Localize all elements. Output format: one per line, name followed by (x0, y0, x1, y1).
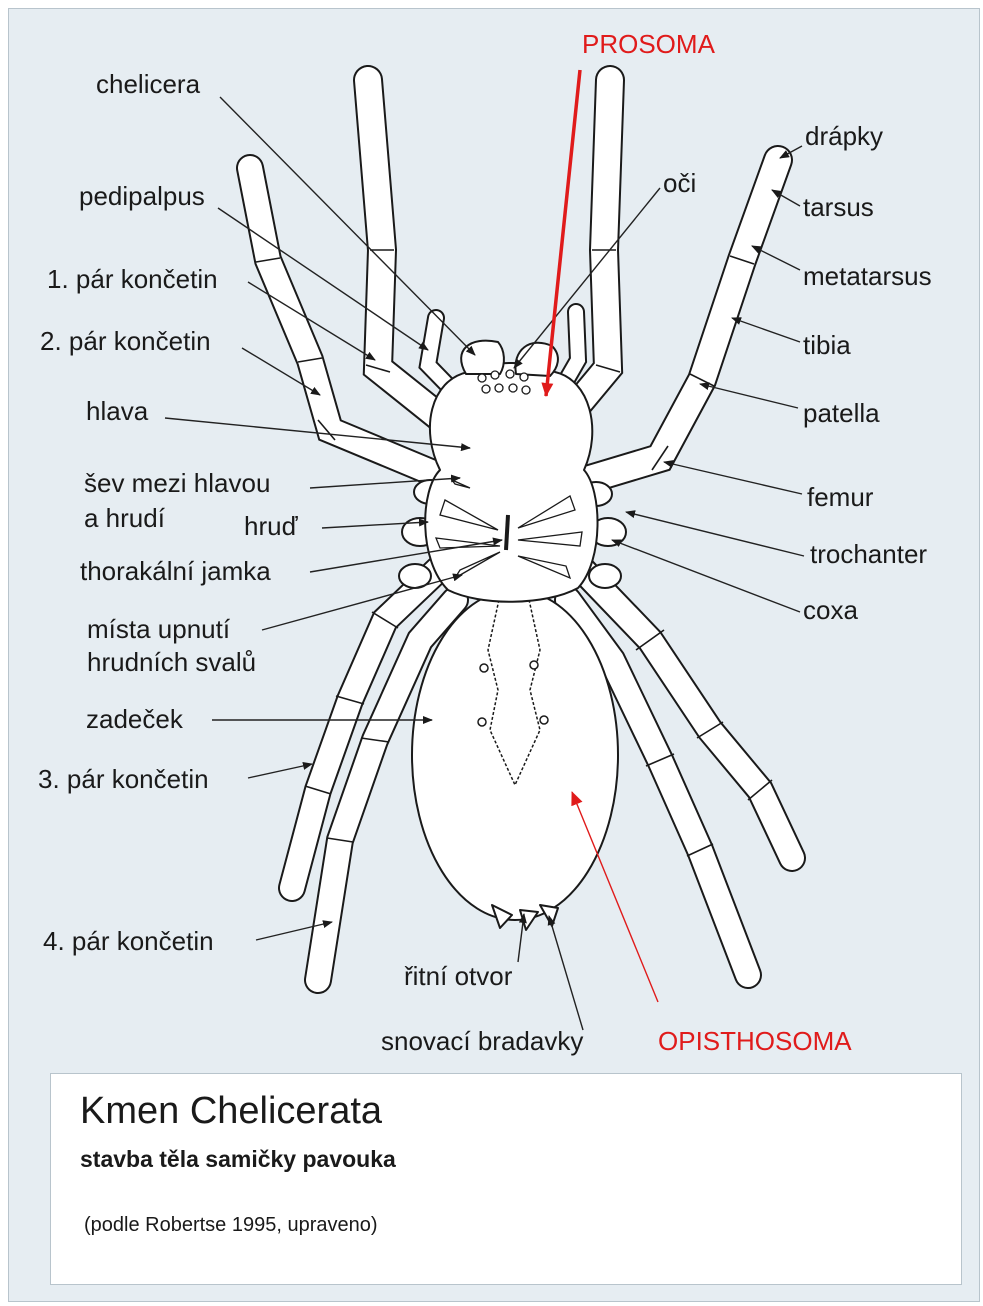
label-leg-pair-3: 3. pár končetin (38, 764, 209, 794)
leg-2-left (250, 168, 450, 480)
leader-opisthosoma (572, 792, 658, 1002)
leader-tibia (732, 318, 800, 342)
label-pedipalpus: pedipalpus (79, 181, 205, 211)
label-sev-line2: a hrudí (84, 503, 166, 533)
leader-patella (700, 384, 798, 408)
label-ritni-otvor: řitní otvor (404, 961, 513, 991)
spider-illustration (250, 80, 792, 980)
label-leg-pair-1: 1. pár končetin (47, 264, 218, 294)
label-sev-line1: šev mezi hlavou (84, 468, 270, 498)
label-prosoma: PROSOMA (582, 29, 716, 59)
label-thorakalni-jamka: thorakální jamka (80, 556, 271, 586)
label-metatarsus: metatarsus (803, 261, 932, 291)
leader-trochanter (626, 512, 804, 556)
leader-oci (514, 188, 660, 368)
leader-coxa (612, 540, 800, 612)
label-femur: femur (807, 482, 874, 512)
label-chelicera: chelicera (96, 69, 201, 99)
caption-source: (podle Robertse 1995, upraveno) (84, 1214, 378, 1237)
leader-leg-pair-3 (248, 764, 312, 778)
caption-title: Kmen Chelicerata (80, 1090, 382, 1133)
leader-metatarsus (752, 246, 800, 270)
leader-snovaci-bradavky (549, 916, 583, 1030)
label-leg-pair-4: 4. pár končetin (43, 926, 214, 956)
label-hrud: hruď (244, 511, 299, 541)
label-trochanter: trochanter (810, 539, 927, 569)
label-leg-pair-2: 2. pár končetin (40, 326, 211, 356)
label-tibia: tibia (803, 330, 851, 360)
label-snovaci-bradavky: snovací bradavky (381, 1026, 583, 1056)
leader-ritni-otvor (518, 914, 524, 962)
label-mista-line1: místa upnutí (87, 614, 231, 644)
chelicera-left (461, 341, 504, 374)
label-oci: oči (663, 168, 696, 198)
leader-femur (664, 462, 802, 494)
label-tarsus: tarsus (803, 192, 874, 222)
prosoma-shape (425, 363, 597, 602)
opisthosoma-shape (412, 590, 618, 920)
label-patella: patella (803, 398, 880, 428)
label-drapky: drápky (805, 121, 883, 151)
spider-diagram: PROSOMA OPISTHOSOMA chelicera pedipalpus… (0, 0, 983, 1070)
label-mista-line2: hrudních svalů (87, 647, 256, 677)
caption-box: Kmen Chelicerata stavba těla samičky pav… (50, 1073, 962, 1285)
label-coxa: coxa (803, 595, 858, 625)
label-hlava: hlava (86, 396, 149, 426)
label-zadecek: zadeček (86, 704, 184, 734)
label-opisthosoma: OPISTHOSOMA (658, 1026, 852, 1056)
caption-subtitle: stavba těla samičky pavouka (80, 1146, 396, 1173)
